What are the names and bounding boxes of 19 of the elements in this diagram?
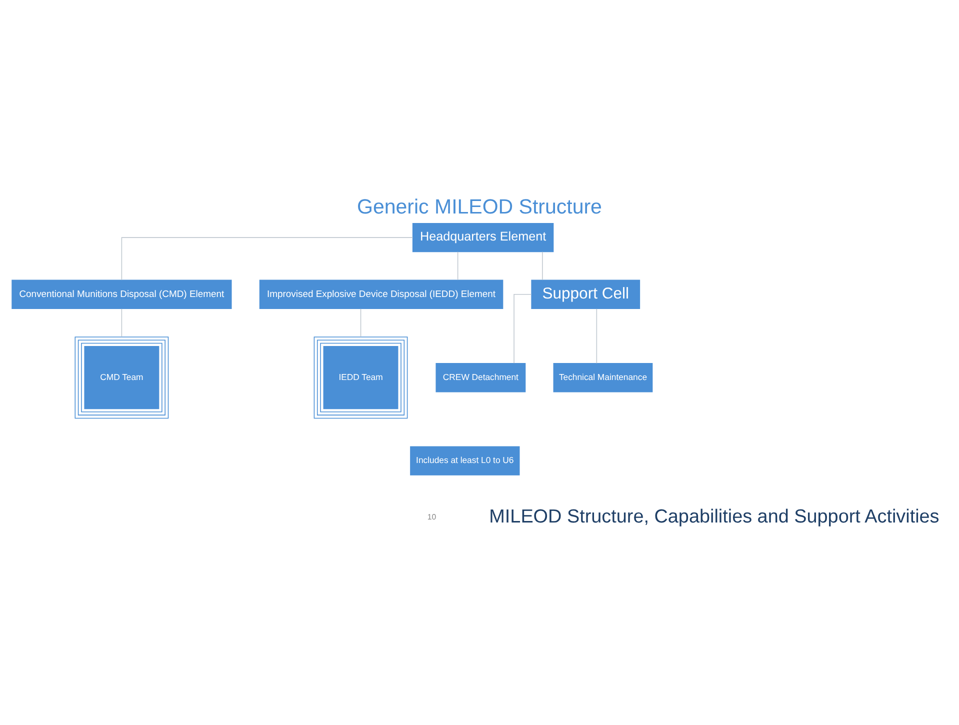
diagram-title: Generic MILEOD Structure: [357, 195, 602, 218]
node-box: Conventional Munitions Disposal (CMD) Element: [12, 279, 232, 308]
connector: [121, 308, 122, 337]
node-box: Improvised Explosive Device Disposal (IEDD) Element: [259, 279, 504, 308]
connector: [457, 250, 458, 280]
connector: [360, 308, 362, 337]
node-box: CMD Team: [74, 336, 169, 418]
connector: [542, 250, 543, 280]
label: MILEOD Structure, Capabilities and Support Activities: [489, 506, 940, 528]
node-box: IEDD Team: [314, 336, 408, 418]
node-box: Technical Maintenance: [553, 362, 653, 392]
node-box: Support Cell: [531, 279, 640, 308]
connector: [596, 308, 598, 364]
node-box: Includes at least L0 to U6: [410, 446, 520, 475]
node-box: CREW Detachment: [436, 362, 526, 392]
node-box: Headquarters Element: [412, 222, 554, 252]
connector: [121, 236, 414, 280]
label: 10: [427, 512, 436, 522]
connector: [514, 293, 532, 363]
